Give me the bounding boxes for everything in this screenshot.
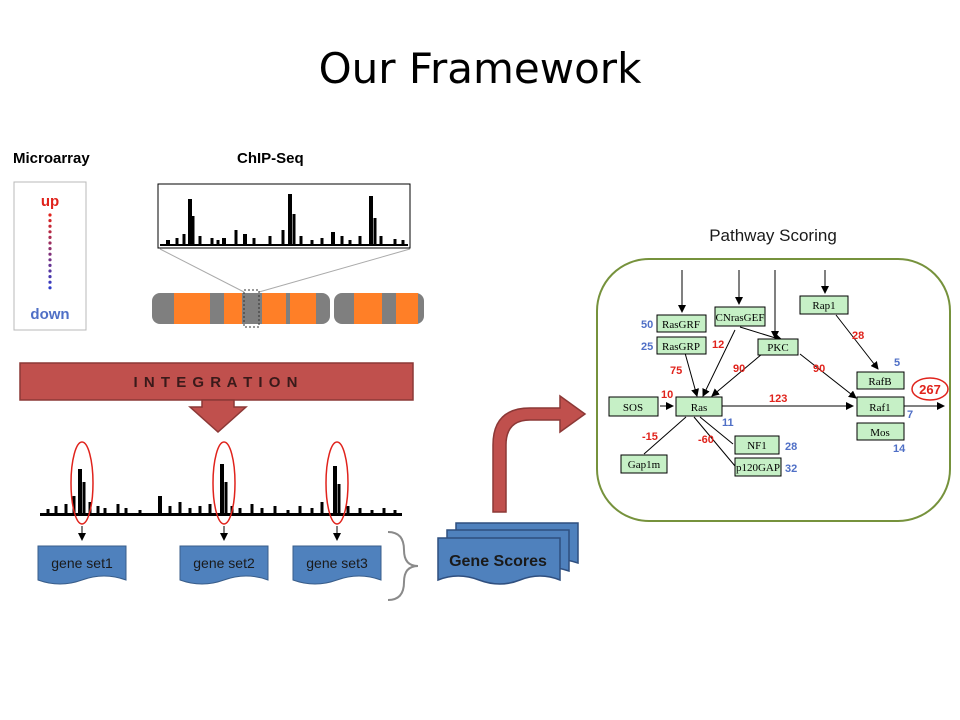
score-cnrasgef-ras: 12 bbox=[712, 339, 724, 351]
score-pkc-ras: 90 bbox=[733, 363, 745, 375]
microarray-box bbox=[13, 181, 87, 331]
gene-set-box-1 bbox=[37, 545, 127, 585]
integration-label: I N T E G R A T I O N bbox=[134, 374, 299, 391]
integration-arrow bbox=[19, 362, 414, 434]
gene-set-label-2: gene set2 bbox=[193, 555, 255, 571]
node-raf1: Raf1 bbox=[869, 402, 890, 414]
microarray-label: Microarray bbox=[13, 150, 90, 167]
microarray-gradient-dots bbox=[48, 213, 52, 290]
node-rasgrf: RasGRF bbox=[662, 319, 700, 331]
microarray-up-label: up bbox=[41, 193, 59, 210]
gene-set-label-3: gene set3 bbox=[306, 555, 368, 571]
slide-title: Our Framework bbox=[318, 44, 642, 93]
node-cnrasgef: CNrasGEF bbox=[716, 312, 765, 324]
peak-highlight-3 bbox=[325, 441, 349, 525]
score-nf1: 28 bbox=[785, 441, 797, 453]
gene-scores-stack bbox=[437, 522, 579, 585]
node-rap1: Rap1 bbox=[812, 300, 835, 312]
node-p120gap: p120GAP bbox=[736, 462, 780, 474]
node-pkc: PKC bbox=[767, 342, 788, 354]
pathway-scoring-label: Pathway Scoring bbox=[709, 226, 837, 245]
score-nf1-ras: -60 bbox=[698, 434, 714, 446]
score-rafb: 5 bbox=[894, 357, 900, 369]
node-ras: Ras bbox=[691, 402, 708, 414]
microarray-down-label: down bbox=[30, 306, 69, 323]
zoom-line-left bbox=[159, 248, 245, 293]
pathway-panel bbox=[596, 258, 951, 522]
score-rasgrf: 50 bbox=[641, 319, 653, 331]
chipseq-peaks bbox=[160, 194, 408, 246]
gene-scores-label: Gene Scores bbox=[449, 553, 547, 570]
chromosome bbox=[152, 289, 424, 328]
node-mos: Mos bbox=[870, 427, 890, 439]
score-sos-ras: 10 bbox=[661, 389, 673, 401]
node-nf1: NF1 bbox=[747, 440, 767, 452]
gene-set-box-3 bbox=[292, 545, 382, 585]
pathway-edges bbox=[643, 270, 945, 467]
score-rap1-rafb: 28 bbox=[852, 330, 864, 342]
score-raf1: 7 bbox=[907, 409, 913, 421]
gene-set-box-2 bbox=[179, 545, 269, 585]
score-ras-raf1: 123 bbox=[769, 393, 787, 405]
total-score-highlight bbox=[911, 377, 949, 401]
score-rasgrf-ras: 75 bbox=[670, 365, 682, 377]
node-rasgrp: RasGRP bbox=[662, 341, 700, 353]
gene-set-label-1: gene set1 bbox=[51, 555, 113, 571]
score-mos: 14 bbox=[893, 443, 906, 455]
zoom-line-right bbox=[258, 248, 411, 293]
peak-highlight-2 bbox=[212, 441, 236, 525]
score-pkc-raf1: 90 bbox=[813, 363, 825, 375]
peak-highlight-1 bbox=[70, 441, 94, 525]
chipseq-label: ChIP-Seq bbox=[237, 150, 304, 167]
node-rafb: RafB bbox=[868, 376, 891, 388]
score-rasgrp: 25 bbox=[641, 341, 653, 353]
to-pathway-arrow bbox=[492, 394, 587, 513]
node-sos: SOS bbox=[623, 402, 643, 414]
score-gap1m-ras: -15 bbox=[642, 431, 658, 443]
pathway-nodes bbox=[608, 295, 905, 477]
score-ras: 11 bbox=[722, 417, 734, 429]
node-gap1m: Gap1m bbox=[628, 459, 661, 471]
total-score: 267 bbox=[919, 382, 941, 397]
grouping-brace bbox=[387, 531, 419, 601]
score-p120gap: 32 bbox=[785, 463, 797, 475]
integrated-peaks bbox=[40, 464, 402, 516]
